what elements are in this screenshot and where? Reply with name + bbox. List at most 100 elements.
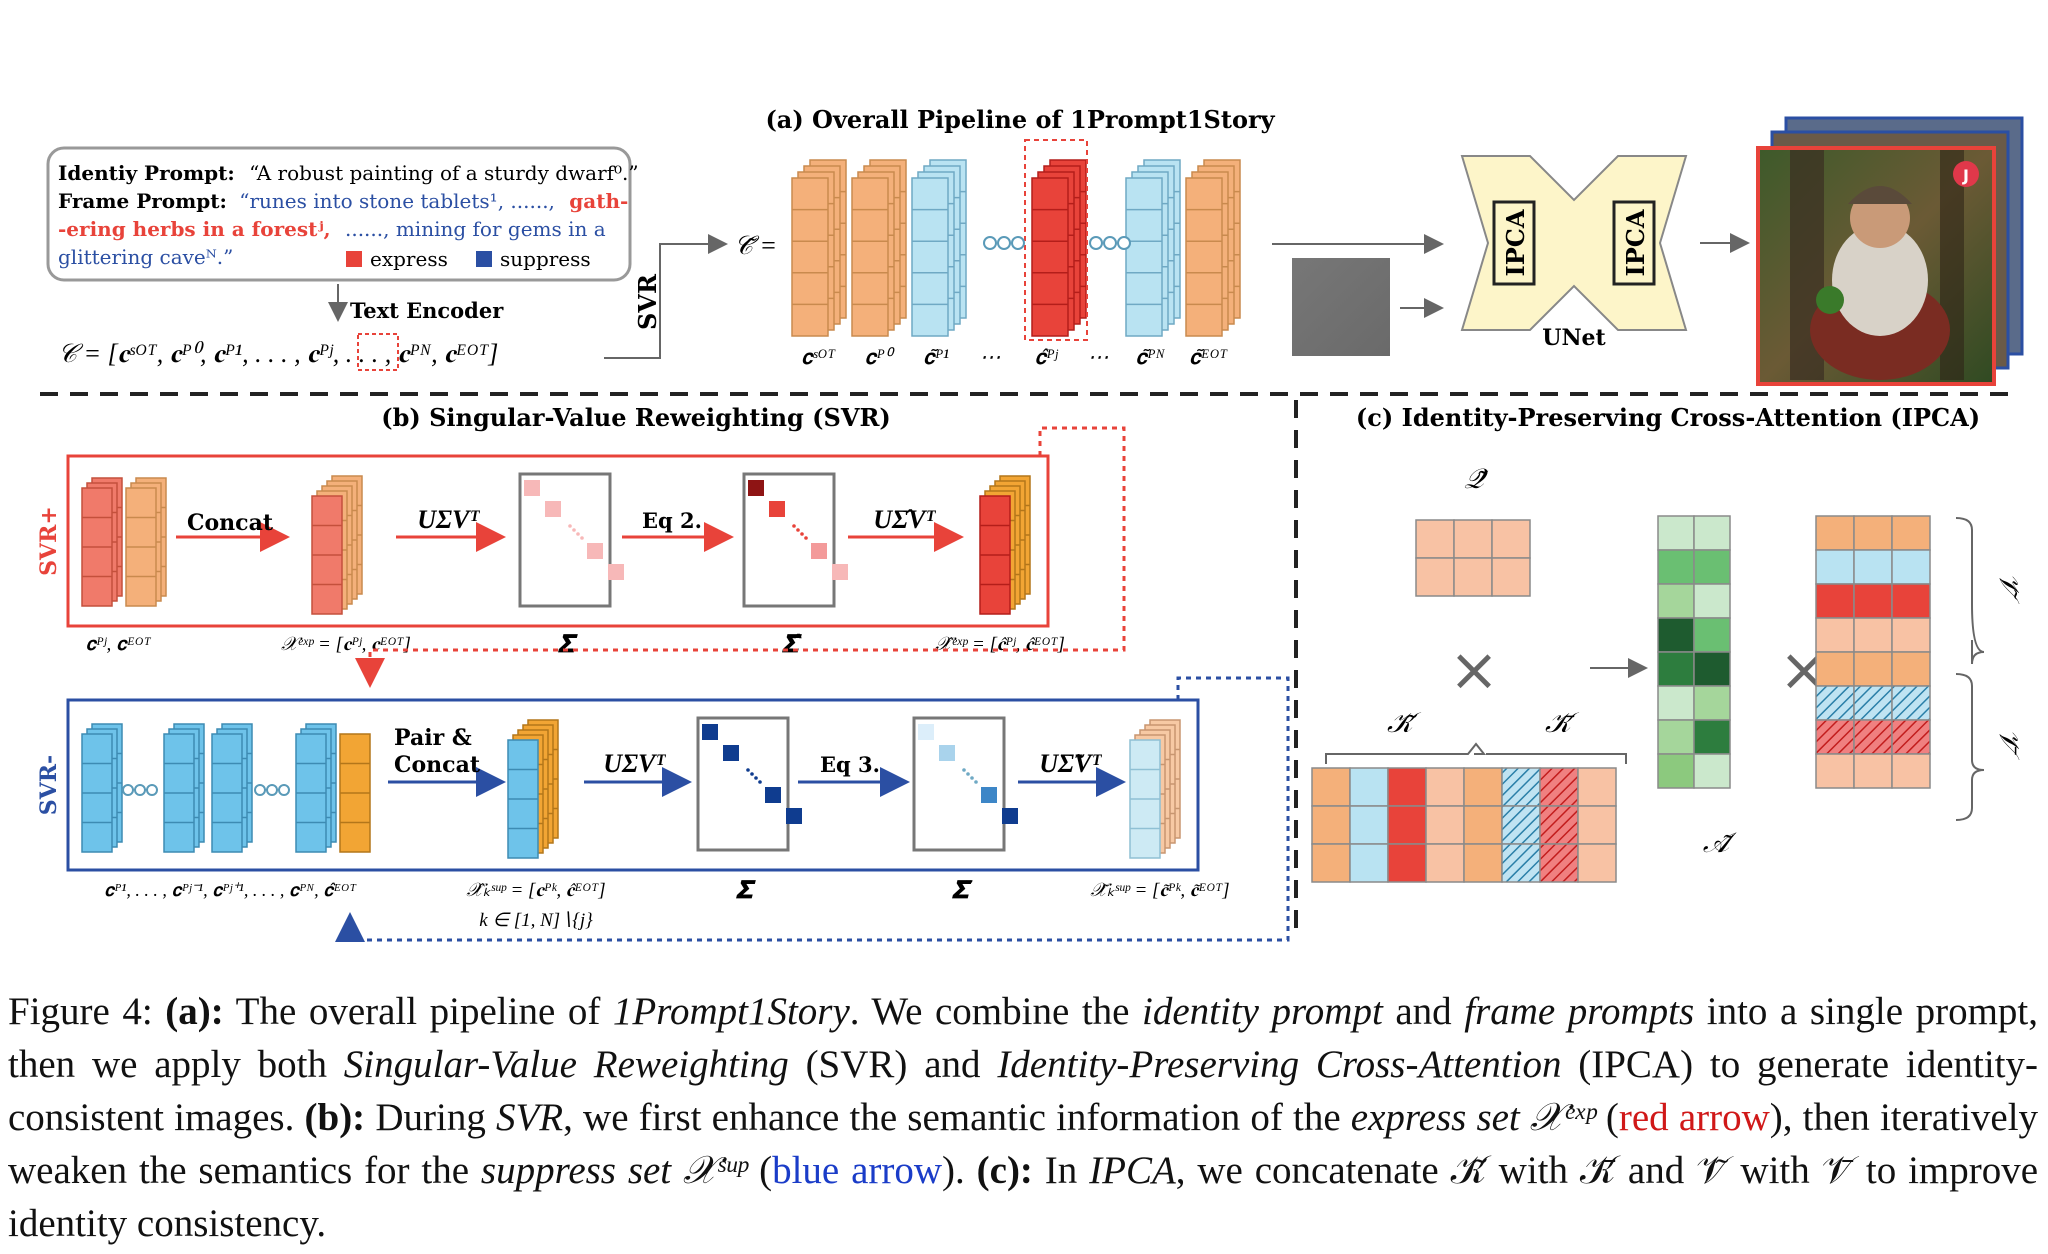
caption-text: (: [1605, 1096, 1619, 1139]
ipca-label-right: IPCA: [1621, 209, 1650, 276]
x-sup-tilde-stack: [1129, 719, 1181, 859]
ellipsis-dot: [1089, 236, 1103, 250]
caption-text: (: [759, 1149, 773, 1192]
caption-text: In: [1044, 1149, 1078, 1192]
token-label: 𝐜̃ᴾᴺ: [1135, 345, 1165, 369]
title-b: (b) Singular-Value Reweighting (SVR): [381, 403, 891, 432]
diag-dot: [572, 528, 576, 532]
token-label: 𝐜̃ᴱᴼᵀ: [1189, 345, 1228, 369]
ellipsis-dot: [278, 784, 290, 796]
caption-text: During: [375, 1096, 486, 1139]
diag-dot: [758, 780, 762, 784]
c-tilde-label: 𝒞̃ =: [734, 231, 777, 260]
suppress-swatch: [476, 251, 492, 267]
diag-dot: [966, 772, 970, 776]
times-q-k: ×: [1449, 635, 1499, 705]
attention-cell: [1693, 617, 1731, 653]
ellipsis-dot: [146, 784, 158, 796]
caption-text: , we concatenate 𝒦̃ with 𝒦̄ and 𝒱̃ with …: [8, 1149, 2039, 1245]
prompt-box: [46, 146, 632, 282]
k-cell: [1539, 805, 1579, 845]
q-cell: [1453, 557, 1493, 597]
attention-cell: [1657, 549, 1695, 585]
v-cell: [1853, 719, 1893, 755]
svr-plus-stacks: [81, 475, 1031, 615]
attention-cell: [1657, 719, 1695, 755]
singular-value-cell: [1002, 808, 1018, 824]
ellipsis-dot: [122, 784, 134, 796]
legend-suppress: suppress: [500, 247, 591, 271]
token-label: 𝐜̂ᴾʲ: [1034, 345, 1058, 369]
ellipsis-dot: [997, 236, 1011, 250]
v-cell: [1815, 583, 1855, 619]
singular-value-cell: [608, 564, 624, 580]
ellipsis-dot: [983, 236, 997, 250]
svr-plus-sublabel: 𝚺̂: [782, 632, 802, 658]
k-cell: [1387, 805, 1427, 845]
token-label: 𝐜ᴾ⁰: [864, 345, 896, 369]
svr-plus-sublabel: 𝒳ᵉˣᵖ = [𝐜ᴾʲ, 𝐜ᴱᴼᵀ]: [281, 634, 411, 655]
k-tilde-label: 𝒦̃: [1387, 708, 1422, 739]
caption-suppress-set: suppress set 𝒳ˢᵘᵖ: [480, 1149, 748, 1192]
v-cell: [1891, 617, 1931, 653]
attention-cell: [1693, 685, 1731, 721]
attention-cell: [1657, 651, 1695, 687]
frame-prompt-line2-red: -ering herbs in a forestʲ,: [58, 217, 331, 241]
svr-plus-box: [66, 454, 1050, 628]
caption-text: , we first enhance the semantic informat…: [563, 1096, 1341, 1139]
svr-minus-sublabel: 𝚺: [736, 878, 756, 904]
caption-text: ).: [942, 1149, 965, 1192]
singular-value-cell: [832, 564, 848, 580]
cpj-stack: [81, 477, 123, 607]
token-label: ⋯: [1088, 345, 1109, 369]
title-a: (a) Overall Pipeline of 1Prompt1Story: [765, 105, 1275, 134]
v-cell: [1853, 583, 1893, 619]
cpn-stack: [295, 723, 337, 853]
svr-plus-sublabel: 𝚺: [558, 632, 578, 658]
k-cell: [1425, 805, 1465, 845]
caption-express-set: express set 𝒳ᵉˣᵖ: [1350, 1096, 1596, 1139]
svr-minus-box: [66, 698, 1200, 872]
diag-dot: [974, 780, 978, 784]
legend-express: express: [370, 247, 448, 271]
diag-dot: [970, 776, 974, 780]
v-cell: [1891, 753, 1931, 789]
caption-red-arrow: red arrow: [1618, 1096, 1770, 1139]
frame-prompt-label: Frame Prompt:: [58, 189, 227, 213]
x-exp-hat-stack: [979, 475, 1031, 615]
singular-value-cell: [939, 745, 955, 761]
noise-image: [1292, 258, 1390, 356]
diag-dot: [580, 536, 584, 540]
svr-arrow-label: SVR: [633, 273, 662, 330]
attention-cell: [1693, 549, 1731, 585]
token-stack: [911, 159, 967, 337]
svr-plus-eq-label: Eq 2.: [642, 508, 702, 533]
k-cell: [1387, 843, 1427, 883]
token-stack: [851, 159, 907, 337]
identity-prompt-label: Identiy Prompt:: [58, 161, 235, 185]
caption-text: . We combine the: [849, 990, 1130, 1033]
singular-value-cell: [918, 724, 934, 740]
diag-dot: [746, 768, 750, 772]
k-cell: [1311, 843, 1351, 883]
diag-dot: [568, 524, 572, 528]
caption-ipca-short: IPCA: [1089, 1149, 1176, 1192]
k-cell: [1463, 805, 1503, 845]
k-grid: [1311, 767, 1617, 883]
caption-fig: Figure 4:: [8, 990, 153, 1033]
caption-ipca: Identity-Preserving Cross-Attention: [997, 1043, 1562, 1086]
attention-cell: [1693, 651, 1731, 687]
ceot-stack: [125, 477, 167, 607]
token-label: 𝐜ˢᴼᵀ: [801, 345, 836, 369]
v-cell: [1853, 515, 1893, 551]
ipca-block-left: [1492, 200, 1536, 286]
k-bar-brace: [1486, 753, 1627, 764]
caption-text: (SVR) and: [805, 1043, 981, 1086]
unet-label: UNet: [1542, 325, 1606, 351]
svr-plus-label: SVR+: [36, 506, 62, 576]
singular-value-cell: [786, 808, 802, 824]
svr-minus-usv-label: UΣVᵀ: [603, 749, 666, 778]
title-c: (c) Identity-Preserving Cross-Attention …: [1356, 403, 1980, 432]
v-cell: [1891, 515, 1931, 551]
singular-value-cell: [524, 480, 540, 496]
